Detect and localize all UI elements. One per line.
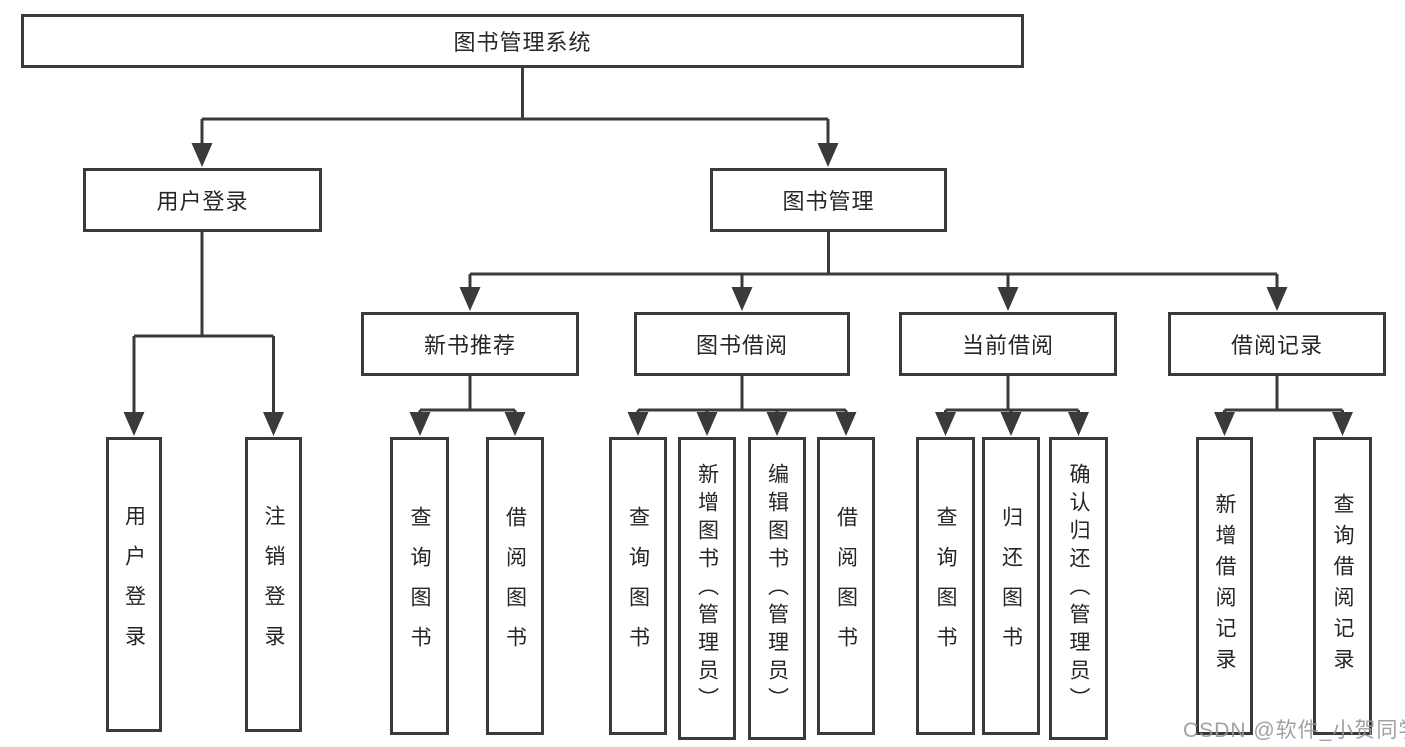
node-add-borrow-record: 新增借阅记录 xyxy=(1196,437,1253,735)
node-return-books: 归还图书 xyxy=(982,437,1040,735)
node-borrow-books-2: 借阅图书 xyxy=(817,437,875,735)
node-edit-books-admin: 编辑图书（管理员） xyxy=(748,437,806,740)
node-query-books-3: 查询图书 xyxy=(916,437,975,735)
node-borrowing-records: 借阅记录 xyxy=(1168,312,1386,376)
node-book-management: 图书管理 xyxy=(710,168,947,232)
node-query-borrow-record: 查询借阅记录 xyxy=(1313,437,1372,735)
node-book-borrowing: 图书借阅 xyxy=(634,312,850,376)
watermark: CSDN @软件_小贺同学 xyxy=(1183,719,1405,742)
node-current-borrowing: 当前借阅 xyxy=(899,312,1117,376)
node-logout-leaf: 注销登录 xyxy=(245,437,302,732)
node-query-books-2: 查询图书 xyxy=(609,437,667,735)
node-query-books-1: 查询图书 xyxy=(390,437,449,735)
node-new-book-recommend: 新书推荐 xyxy=(361,312,579,376)
node-confirm-return-admin: 确认归还（管理员） xyxy=(1049,437,1108,740)
node-user-login-leaf: 用户登录 xyxy=(106,437,162,732)
node-borrow-books-1: 借阅图书 xyxy=(486,437,544,735)
node-add-books-admin: 新增图书（管理员） xyxy=(678,437,736,740)
node-root: 图书管理系统 xyxy=(21,14,1024,68)
node-user-login: 用户登录 xyxy=(83,168,322,232)
